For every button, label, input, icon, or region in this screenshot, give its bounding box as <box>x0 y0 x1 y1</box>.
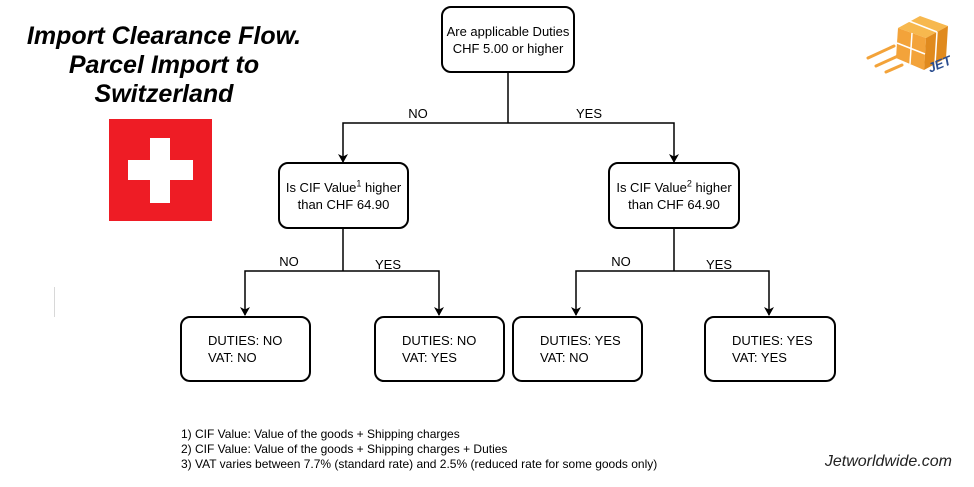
cif-decision-right-line-1: Is CIF Value2 higher <box>616 179 731 196</box>
root-yes-label: YES <box>575 106 603 121</box>
flag-cross-vertical <box>150 138 170 203</box>
cif-right-text-end: higher <box>691 179 732 195</box>
cif-decision-right-node: Is CIF Value2 higher than CHF 64.90 <box>608 162 740 229</box>
cif-decision-left-line-2: than CHF 64.90 <box>297 196 390 212</box>
title-line-3: Switzerland <box>94 80 234 108</box>
speed-lines <box>866 44 904 74</box>
left-no-label: NO <box>279 254 299 269</box>
box-shape <box>896 16 948 70</box>
outcome-vat: VAT: NO <box>208 350 257 365</box>
title-line-1: Import Clearance Flow. <box>26 22 302 50</box>
outcome-vat: VAT: YES <box>732 350 787 365</box>
cif-left-footnote-marker: 1 <box>356 178 362 189</box>
outcome-node: DUTIES: NO VAT: NO <box>180 316 311 382</box>
outcome-node: DUTIES: YES VAT: YES <box>704 316 836 382</box>
root-decision-line-2: CHF 5.00 or higher <box>452 40 564 56</box>
outcome-duties: DUTIES: NO <box>208 333 283 348</box>
footnote-2: 2) CIF Value: Value of the goods + Shipp… <box>181 442 508 456</box>
connector-root-no <box>338 122 508 163</box>
footnote-1: 1) CIF Value: Value of the goods + Shipp… <box>181 427 460 441</box>
outcome-vat: VAT: NO <box>540 350 589 365</box>
right-yes-label: YES <box>705 257 733 272</box>
divider <box>54 287 55 317</box>
title-line-2: Parcel Import to <box>68 51 260 79</box>
footnotes: 1) CIF Value: Value of the goods + Shipp… <box>181 427 657 472</box>
root-no-label: NO <box>408 106 428 121</box>
outcome-duties: DUTIES: YES <box>732 333 813 348</box>
connector-right-no <box>571 270 674 316</box>
cif-left-text-end: higher <box>361 179 402 195</box>
cif-right-text: Is CIF Value <box>616 179 687 195</box>
outcome-node: DUTIES: NO VAT: YES <box>374 316 505 382</box>
cif-decision-right-line-2: than CHF 64.90 <box>628 196 720 212</box>
left-yes-label: YES <box>374 257 402 272</box>
root-decision-line-1: Are applicable Duties <box>446 23 570 39</box>
footnote-3: 3) VAT varies between 7.7% (standard rat… <box>181 457 658 471</box>
cif-decision-left-node: Is CIF Value1 higher than CHF 64.90 <box>278 162 409 229</box>
cif-right-footnote-marker: 2 <box>686 178 692 189</box>
swiss-flag-icon <box>109 119 212 221</box>
outcome-duties: DUTIES: YES <box>540 333 621 348</box>
right-no-label: NO <box>611 254 631 269</box>
jet-box-logo-icon: JET <box>866 16 954 75</box>
page-title: Import Clearance Flow. Parcel Import to … <box>14 22 314 109</box>
connector-left-yes <box>343 270 444 316</box>
connector-root-yes <box>508 122 679 163</box>
connector-right-yes <box>674 270 774 316</box>
outcome-node: DUTIES: YES VAT: NO <box>512 316 643 382</box>
website-label: Jetworldwide.com <box>824 453 952 470</box>
root-decision-node: Are applicable Duties CHF 5.00 or higher <box>441 6 575 73</box>
cif-decision-left-line-1: Is CIF Value1 higher <box>286 179 401 196</box>
outcome-duties: DUTIES: NO <box>402 333 477 348</box>
outcome-vat: VAT: YES <box>402 350 457 365</box>
cif-left-text: Is CIF Value <box>285 179 357 195</box>
connector-left-no <box>240 270 343 316</box>
